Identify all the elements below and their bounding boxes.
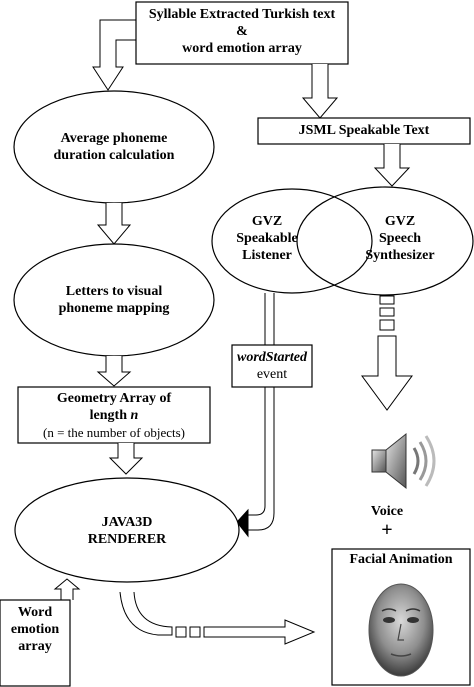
input-label: Syllable Extracted Turkish text & word e… [148,7,336,56]
renderer-node [14,477,240,583]
arrow-event-to-renderer [248,387,275,531]
arrow-jsml-to-synth [373,144,411,187]
listener-label: GVZ Speakable Listener [236,214,298,263]
word-started-label: wordStarted event [236,350,307,382]
arrow-renderer-to-facial [119,591,316,645]
arrow-input-to-avg [92,19,136,91]
arrow-avg-to-letters [96,203,132,245]
renderer-label: JAVA3D RENDERER [87,515,167,547]
arrow-event-head [236,508,249,538]
arrow-letters-to-geometry [96,356,132,387]
word-emotion-label: Word emotion array [10,605,60,654]
plus-sign: + [381,519,393,541]
input-box [135,1,349,65]
synth-node [296,186,474,296]
jsml-label: JSML Speakable Text [298,123,430,138]
jsml-box [257,117,471,145]
facial-animation-label: Facial Animation [349,552,453,567]
word-emotion-box [0,599,71,687]
voice-label: Voice [370,504,404,519]
face-icon [368,583,434,677]
arrow-geometry-to-renderer [108,443,144,475]
geometry-box [17,386,211,444]
listener-node [211,188,373,294]
arrow-listener-to-event [264,293,275,345]
avg-phoneme-label: Average phoneme duration calculation [53,131,175,163]
arrow-word-emotion-to-renderer [53,578,81,600]
synth-label: GVZ Speech Synthesizer [365,214,435,263]
speaker-icon [371,432,436,490]
arrow-synth-to-voice [361,295,413,411]
letters-label: Letters to visual phoneme mapping [58,284,170,316]
arrow-input-to-jsml [301,64,339,119]
geometry-label: Geometry Array of length n (n = the numb… [43,391,185,440]
word-started-box [231,344,313,388]
